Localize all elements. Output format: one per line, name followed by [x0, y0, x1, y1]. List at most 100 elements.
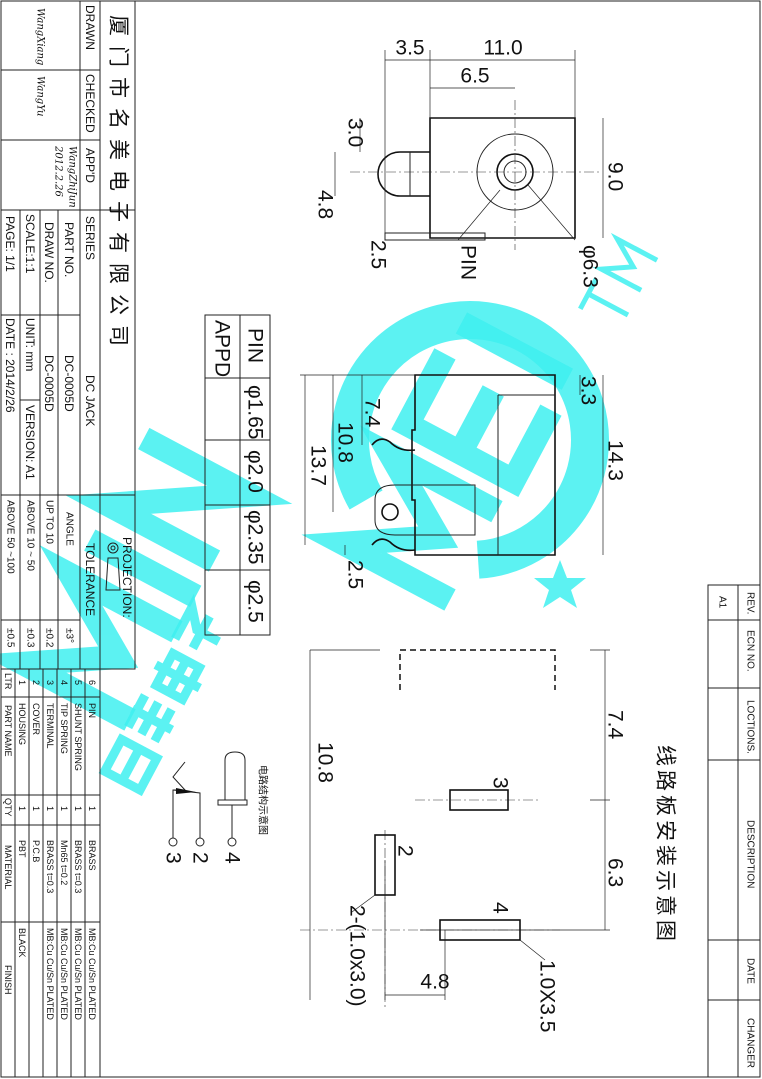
drawing-text: 3 [162, 852, 185, 864]
table-row: 1 HOUSING 1 PBT BLACK [17, 680, 27, 958]
drawing-text: 1 [17, 680, 27, 685]
version: VERSION: A1 [23, 405, 37, 480]
table-row: 3 TERMINAL 1 BRASS t=0.3 MB:Cu Cu/Sn PLA… [45, 680, 55, 1020]
scale: SCALE:1:1 [23, 214, 37, 274]
top-view: 3.5 11.0 6.5 3.0 4.8 2.5 PIN 9.0 φ6.3 [314, 37, 627, 288]
date-header: DATE [745, 958, 756, 984]
drawing-text: 4.8 [420, 971, 449, 994]
appd-signature: WangZhiJun [67, 146, 78, 208]
drawing-text: PIN [87, 703, 97, 718]
ecn-header: ECN NO. [745, 630, 756, 672]
page-number: PAGE: 1/1 [3, 216, 17, 272]
drawing-text: φ6.3 [579, 245, 602, 288]
company-name: 厦门市名美电子有限公司 [107, 15, 130, 356]
drawing-text: P.C.B [31, 840, 41, 862]
drawing-text: 4.8 [314, 190, 337, 219]
description-header: DESCRIPTION [745, 820, 756, 888]
appd-date: 2012.2.26 [53, 145, 64, 198]
table-row: 2 COVER 1 P.C.B [31, 680, 41, 862]
projection-symbol-icon [105, 542, 121, 591]
drawing-text: BLACK [17, 928, 27, 958]
tolerance-value: ±0.5 [5, 628, 16, 648]
tolerance-range: ABOVE 10 ~ 50 [25, 500, 36, 571]
drawn-signature: WangXiang [35, 8, 46, 65]
drawing-text: 6.3 [604, 858, 627, 887]
hole-note-4: 1.0X3.5 [536, 960, 559, 1032]
changer-header: CHANGER [745, 1018, 756, 1068]
schematic-title: 电路结构示意图 [257, 765, 270, 835]
drawing-text: 1 [17, 806, 27, 811]
pad-4 [439, 919, 521, 941]
pin-header: PIN [244, 328, 267, 363]
table-row: 5 SHUNT SPRING 1 BRASS t=0.3 MB:Cu Cu/Sn… [73, 680, 83, 1020]
drawing-text: BRASS [87, 840, 97, 871]
drawing-text: 3.0 [344, 118, 367, 147]
watermark-star-icon [534, 560, 586, 608]
drawing-text: QTY [3, 798, 13, 817]
locations-header: LOCTIONS. [745, 700, 756, 754]
watermark-tm-shape [578, 232, 659, 318]
draw-no-value: DC-0005D [42, 355, 56, 412]
side-view: 3.3 14.3 7.4 10.8 13.7 2.5 [300, 374, 627, 589]
drawing-text: 1 [59, 806, 69, 811]
series-label: SERIES [83, 216, 97, 260]
watermark-mei-shape [301, 312, 574, 611]
drawing-text: 7.4 [361, 398, 384, 428]
drawing-text: MB:Cu Cu/Sn PLATED [73, 928, 83, 1020]
drawing-text: 9.0 [604, 162, 627, 191]
pin-size: φ1.65 [244, 385, 267, 440]
appd-header: APPD [211, 320, 234, 377]
drawing-text: Mn65 t=0.2 [59, 840, 69, 885]
drawing-text: 3.5 [395, 37, 424, 60]
drawing-text: 3 [45, 680, 55, 685]
table-row: 6 PIN 1 BRASS MB:Cu Cu/Sn PLATED [87, 680, 97, 1020]
series-value: DC JACK [83, 375, 97, 426]
part-no-value: DC-0005D [62, 355, 76, 412]
drawing-text: BRASS t=0.3 [73, 840, 83, 893]
tolerance-value: ±0.3 [25, 628, 36, 648]
tolerance-range: ANGLE [64, 512, 75, 546]
tolerance-label: TOLERANCE [83, 543, 97, 616]
drawing-text: TIP SPRING [59, 703, 69, 754]
draw-no-label: DRAW NO. [42, 222, 56, 283]
drawing-text: 3.3 [577, 376, 600, 405]
drawing-text: 2.5 [367, 240, 390, 269]
hole-note-2: 2-(1.0x3.0) [346, 905, 369, 1007]
parts-table-header: LTR PART NAME QTY MATERIAL FINISH [3, 673, 13, 995]
appd-label: APP'D [83, 148, 97, 183]
drawing-text: 6 [87, 680, 97, 685]
drawing-text: 14.3 [604, 440, 627, 481]
pin-size: φ2.5 [244, 580, 267, 623]
pin-table: PIN APPD φ1.65 φ2.0 φ2.35 φ2.5 [204, 314, 271, 636]
rev-header: REV. [745, 592, 756, 614]
pad-2 [374, 834, 396, 896]
revision-table: REV. ECN NO. LOCTIONS. DESCRIPTION DATE … [707, 584, 761, 1078]
drawing-text: LTR [3, 673, 13, 690]
drawing-text: 1 [31, 806, 41, 811]
drawing-text: 6.5 [460, 65, 489, 88]
tolerance-range: ABOVE 50 ~100 [5, 500, 16, 574]
pin-size: φ2.0 [244, 450, 267, 493]
drawing-text: 13.7 [307, 445, 330, 486]
drawing-text: 2 [189, 852, 212, 864]
drawing-text: MATERIAL [3, 845, 13, 889]
checked-label: CHECKED [83, 74, 97, 133]
parts-table: LTR PART NAME QTY MATERIAL FINISH 1 HOUS… [0, 668, 101, 1078]
drawing-text: BRASS t=0.3 [45, 840, 55, 893]
pin-size: φ2.35 [244, 510, 267, 565]
tolerance-value: ±0.2 [44, 628, 55, 648]
drawing-text: TERMINAL [45, 703, 55, 749]
drawing-text: FINISH [3, 965, 13, 995]
part-no-label: PART NO. [62, 222, 76, 277]
pad-3 [449, 789, 509, 811]
drawing-text: 4 [221, 852, 244, 864]
drawing-text: 4 [489, 902, 512, 914]
table-row: 4 TIP SPRING 1 Mn65 t=0.2 MB:Cu Cu/Sn PL… [59, 680, 69, 1020]
drawing-text: MB:Cu Cu/Sn PLATED [59, 928, 69, 1020]
projection-label: PROJECTION: [120, 537, 134, 618]
drawing-text: 10.8 [314, 742, 337, 783]
drawing-text: SHUNT SPRING [73, 703, 83, 771]
drawing-text: HOUSING [17, 703, 27, 745]
tolerance-value: ±3° [64, 628, 75, 643]
